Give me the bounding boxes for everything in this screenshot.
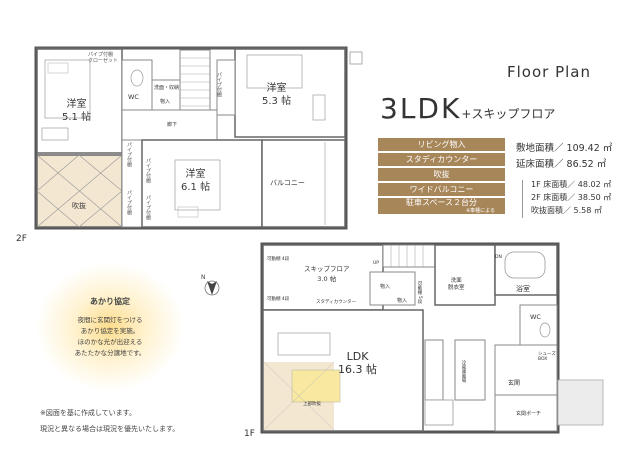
2f-west-room-name: 洋室: [66, 99, 87, 110]
2f-closet-label-3: パイプ付棚: [126, 190, 132, 215]
akari-glow: [35, 262, 185, 392]
1f-washroom-label: 洗面 脱衣室: [448, 278, 465, 291]
2f-balcony: [261, 139, 346, 228]
1f-ldk-name: LDK: [346, 350, 369, 363]
akari-line-4: あたたかな分譲地です。: [74, 349, 146, 357]
feature-badge-5-note: ※車種による: [465, 208, 495, 214]
2f-balcony-label: バルコニー: [270, 179, 305, 187]
2f-closet-top-label: パイプ付棚 クローゼット: [88, 52, 119, 64]
1f-skip-floor-size: 3.0 帖: [317, 275, 337, 283]
1f-shelf-label-3: 可動棚 5段: [417, 281, 422, 304]
akari-line-2: あかり協定を実施。: [80, 327, 140, 335]
1f-shelf-label-2: 可動棚 4段: [267, 297, 290, 302]
2f-west-room-size: 5.1 帖: [62, 112, 92, 123]
1f-ldk-size: 16.3 帖: [338, 363, 377, 376]
2f-center-room: [141, 139, 263, 228]
1f-shoe-box-label: シューズ BOX: [538, 352, 556, 362]
akari-title: あかり協定: [90, 297, 130, 306]
note-line-1: ※図面を基に作成しています。: [40, 409, 136, 417]
2f-center-room-label: 洋室 6.1 帖: [181, 168, 210, 194]
site-area: 敷地面積／ 109.42 ㎡: [516, 143, 613, 154]
feature-badge-5-text: 駐車スペース２台分: [405, 198, 478, 207]
2f-east-room: [234, 48, 346, 138]
floor-plan-1f: [260, 242, 604, 434]
2f-west-room: [36, 48, 123, 154]
feature-badge-1: リビング物入: [378, 138, 505, 151]
2f-wc-label: WC: [128, 93, 139, 101]
1f-wc-label: WC: [530, 313, 541, 321]
feature-badge-3: 吹抜: [378, 168, 505, 181]
floor-plan-2f: [34, 46, 363, 230]
2f-hall-label: 廊下: [167, 122, 178, 128]
area-1f: 1F 床面積／ 48.02 ㎡: [531, 180, 612, 189]
compass-icon: N: [201, 274, 220, 296]
1f-storage2-label: 物入: [380, 284, 391, 290]
2f-storage-label: 物入: [160, 99, 171, 105]
1f-skip-floor-name: スキップフロア: [304, 265, 350, 273]
1f-bath-label: 浴室: [516, 285, 530, 293]
plan-type-main: 3LDK: [380, 92, 462, 125]
1f-study-label: スタディカウンター: [316, 300, 357, 305]
svg-text:N: N: [201, 274, 206, 281]
feature-badge-2: スタディカウンター: [378, 153, 505, 166]
2f-east-room-size: 5.3 帖: [262, 96, 292, 107]
2f-center-room-size: 6.1 帖: [181, 182, 211, 193]
2f-east-room-name: 洋室: [266, 83, 287, 94]
1f-stair-up-label: UP: [373, 261, 380, 266]
note-line-2: 現況と異なる場合は現況を優先いたします。: [40, 425, 180, 433]
floor-area: 延床面積／ 86.52 ㎡: [516, 159, 607, 170]
akari-line-3: ほのかな光が出迎える: [77, 338, 143, 346]
1f-upper-void-label: 上部吹抜: [303, 402, 321, 407]
2f-closet-label-5: パイプ付棚: [145, 195, 151, 220]
2f-east-room-label: 洋室 5.3 帖: [262, 82, 291, 108]
1f-ldk-label: LDK 16.3 帖: [338, 350, 377, 376]
1f-fridge-label: 冷蔵庫置場: [461, 360, 466, 383]
area-2f: 2F 床面積／ 38.50 ㎡: [531, 193, 612, 202]
floor-tag-2f: 2F: [16, 234, 27, 244]
2f-west-room-label: 洋室 5.1 帖: [62, 98, 91, 124]
2f-center-room-name: 洋室: [185, 169, 206, 180]
page-title: Floor Plan: [507, 63, 591, 81]
area-divider: [522, 180, 523, 218]
plan-type: 3LDK+スキップフロア: [380, 92, 555, 125]
plan-type-suffix: +スキップフロア: [461, 107, 556, 121]
2f-void-label: 吹抜: [72, 202, 86, 210]
1f-entrance-label: 玄関: [508, 380, 521, 387]
2f-washroom-label: 洗面・収納: [154, 85, 180, 91]
1f-storage-label: 物入: [397, 298, 408, 304]
2f-closet-label-4: パイプ付棚: [145, 158, 151, 183]
2f-closet-label-1: パイプ付棚: [216, 72, 222, 97]
1f-porch-label: 玄関ポーチ: [516, 411, 542, 417]
area-void: 吹抜面積／ 5.58 ㎡: [531, 206, 602, 215]
1f-dn-label: DN: [495, 255, 502, 260]
akari-line-1: 夜間に玄関灯をつける: [77, 316, 143, 324]
floor-tag-1f: 1F: [244, 429, 255, 439]
1f-skip-floor-label: スキップフロア 3.0 帖: [304, 264, 350, 284]
feature-badge-5: 駐車スペース２台分 ※車種による: [378, 198, 505, 214]
feature-badge-4: ワイドバルコニー: [378, 183, 505, 196]
akari-text-block: あかり協定 夜間に玄関灯をつける あかり協定を実施。 ほのかな光が出迎える あた…: [54, 296, 166, 359]
2f-closet-label-2: パイプ付棚: [126, 142, 132, 167]
1f-shelf-label-1: 可動棚 4段: [267, 257, 290, 262]
